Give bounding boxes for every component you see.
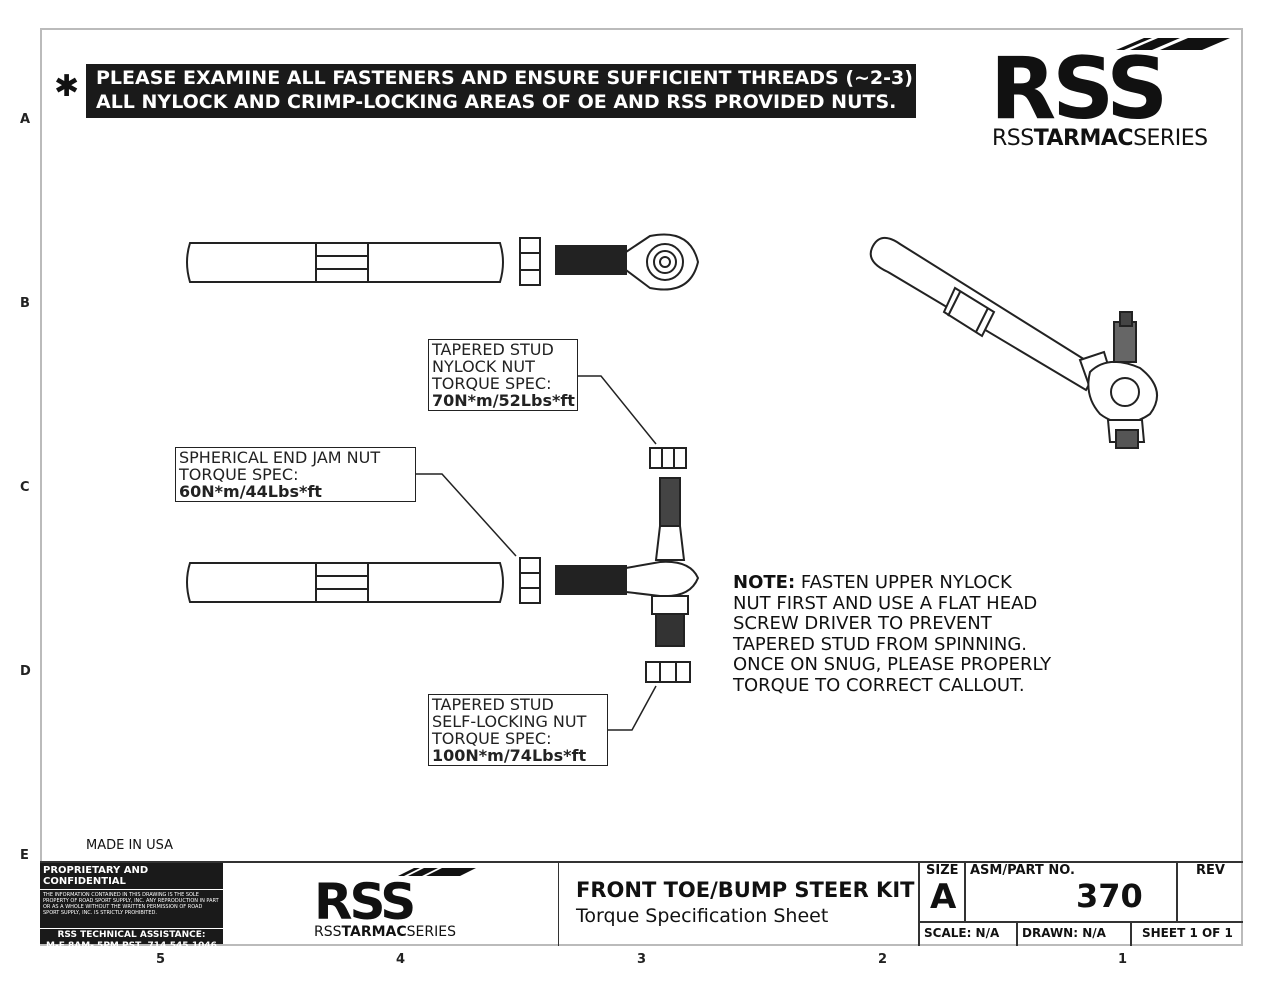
- warning-line-2: ALL NYLOCK AND CRIMP-LOCKING AREAS OF OE…: [96, 91, 897, 113]
- callout-selflock-value: 100N*m/74Lbs*ft: [432, 746, 587, 765]
- rss-logo: RSS RSSTARMACSERIES: [990, 36, 1230, 156]
- callout-nylock-line3: TORQUE SPEC:: [432, 374, 552, 393]
- series-prefix: RSS: [992, 126, 1034, 151]
- top-jam-nut: [519, 237, 541, 286]
- top-rod-thread: [555, 245, 627, 275]
- size-value: A: [930, 877, 957, 917]
- col-label-2: 2: [878, 952, 888, 967]
- asterisk-icon: ✱: [54, 69, 80, 104]
- row-label-a: A: [20, 112, 31, 127]
- upper-nylock-nut: [649, 447, 687, 469]
- bottom-sleeve: [186, 562, 504, 603]
- part-info-block: SIZE A ASM/PART NO. 370 REV SCALE: N/A D…: [918, 861, 1243, 946]
- title-logo-series: RSSTARMACSERIES: [314, 924, 456, 940]
- jam-leader: [415, 473, 517, 557]
- part-number: 370: [1076, 877, 1143, 915]
- installation-note: NOTE: FASTEN UPPER NYLOCK NUT FIRST AND …: [733, 572, 1053, 696]
- bottom-rod-end: [625, 560, 700, 598]
- callout-nylock-line2: NYLOCK NUT: [432, 357, 535, 376]
- series-suffix: SERIES: [1133, 126, 1208, 151]
- col-label-1: 1: [1118, 952, 1128, 967]
- top-sleeve: [186, 242, 504, 283]
- row-label-c: C: [20, 480, 30, 495]
- nylock-leader: [577, 375, 657, 445]
- col-label-4: 4: [396, 952, 406, 967]
- title-logo: RSS RSSTARMACSERIES: [312, 864, 482, 944]
- logo-text: RSS: [990, 39, 1164, 139]
- sheet-value: SHEET 1 OF 1: [1142, 926, 1233, 940]
- selflock-leader: [607, 685, 657, 731]
- callout-nylock-line1: TAPERED STUD: [432, 340, 554, 359]
- series-bold: TARMAC: [1033, 126, 1134, 151]
- stud-upper-thread: [659, 477, 681, 527]
- callout-selflock-line1: TAPERED STUD: [432, 695, 554, 714]
- callout-nylock-value: 70N*m/52Lbs*ft: [432, 391, 575, 410]
- drawing-title: FRONT TOE/BUMP STEER KIT: [576, 878, 915, 902]
- row-label-d: D: [20, 664, 31, 679]
- warning-banner: PLEASE EXAMINE ALL FASTENERS AND ENSURE …: [86, 64, 973, 118]
- col-label-5: 5: [156, 952, 166, 967]
- note-text: FASTEN UPPER NYLOCK NUT FIRST AND USE A …: [733, 572, 1052, 696]
- title-block: [40, 861, 1243, 946]
- stud-lower-thread: [655, 613, 685, 647]
- callout-jam-line2: TORQUE SPEC:: [179, 465, 299, 484]
- made-in-usa: MADE IN USA: [86, 838, 174, 853]
- size-label: SIZE: [926, 863, 959, 878]
- row-label-e: E: [20, 848, 29, 863]
- title-series-suffix: SERIES: [406, 924, 456, 940]
- title-series-bold: TARMAC: [341, 924, 407, 940]
- tech-line-1: RSS TECHNICAL ASSISTANCE:: [40, 928, 223, 941]
- callout-selflock-nut: TAPERED STUD SELF-LOCKING NUT TORQUE SPE…: [428, 694, 608, 766]
- callout-nylock-nut: TAPERED STUD NYLOCK NUT TORQUE SPEC: 70N…: [428, 339, 578, 411]
- proprietary-panel: PROPRIETARY AND CONFIDENTIAL THE INFORMA…: [40, 863, 223, 951]
- note-label: NOTE:: [733, 572, 796, 593]
- part-label: ASM/PART NO.: [970, 863, 1075, 878]
- logo-series: RSSTARMACSERIES: [992, 126, 1208, 151]
- callout-jam-line1: SPHERICAL END JAM NUT: [179, 448, 381, 467]
- title-series-prefix: RSS: [314, 924, 342, 940]
- isometric-view: [869, 237, 1159, 449]
- tech-line-2: M-F 8AM- 5PM PST 714.545.1046: [46, 941, 217, 951]
- callout-selflock-line2: SELF-LOCKING NUT: [432, 712, 587, 731]
- callout-jam-nut: SPHERICAL END JAM NUT TORQUE SPEC: 60N*m…: [175, 447, 416, 502]
- divider: [558, 861, 559, 946]
- proprietary-heading: PROPRIETARY AND CONFIDENTIAL: [40, 863, 223, 890]
- bottom-rod-thread: [555, 565, 627, 595]
- warning-line-1: PLEASE EXAMINE ALL FASTENERS AND ENSURE …: [96, 67, 973, 89]
- drawn-value: DRAWN: N/A: [1022, 926, 1106, 940]
- col-label-3: 3: [637, 952, 647, 967]
- proprietary-body: THE INFORMATION CONTAINED IN THIS DRAWIN…: [43, 892, 219, 916]
- lower-selflock-nut: [645, 661, 691, 683]
- row-label-b: B: [20, 296, 30, 311]
- callout-jam-value: 60N*m/44Lbs*ft: [179, 482, 322, 501]
- rev-label: REV: [1196, 863, 1225, 878]
- drawing-border: [40, 28, 1243, 946]
- title-logo-text: RSS: [314, 873, 413, 924]
- bottom-jam-nut: [519, 557, 541, 604]
- callout-selflock-line3: TORQUE SPEC:: [432, 729, 552, 748]
- drawing-subtitle: Torque Specification Sheet: [576, 905, 829, 927]
- scale-value: SCALE: N/A: [924, 926, 1000, 940]
